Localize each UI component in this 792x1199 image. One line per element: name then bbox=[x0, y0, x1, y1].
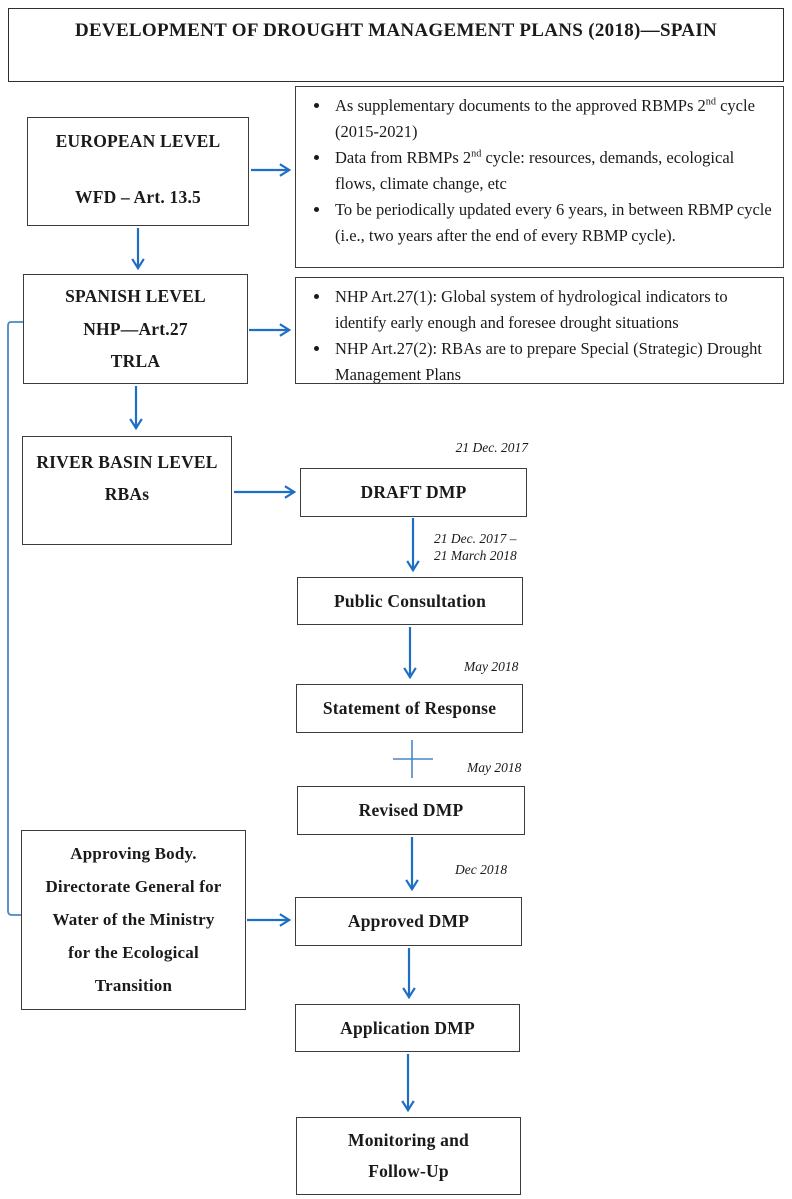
statement-of-response-label: Statement of Response bbox=[322, 698, 497, 718]
spanish-note-item: NHP Art.27(1): Global system of hydrolog… bbox=[331, 284, 773, 336]
spanish-level-box: SPANISH LEVEL NHP—Art.27 TRLA bbox=[23, 274, 248, 384]
date-consultation-line2: 21 March 2018 bbox=[434, 547, 517, 563]
spanish-level-subtitle2: TRLA bbox=[110, 350, 161, 371]
monitoring-label-line2: Follow-Up bbox=[368, 1161, 449, 1181]
public-consultation-label: Public Consultation bbox=[333, 590, 487, 611]
approving-body-box: Approving Body. Directorate General for … bbox=[21, 830, 246, 1010]
draft-dmp-label: DRAFT DMP bbox=[360, 482, 467, 502]
date-approved: Dec 2018 bbox=[455, 862, 508, 877]
spanish-level-title: SPANISH LEVEL bbox=[65, 286, 206, 307]
approving-body-line: for the Ecological bbox=[68, 943, 199, 962]
european-level-title: EUROPEAN LEVEL bbox=[55, 131, 221, 151]
connector-spanish-to-approving-body bbox=[7, 321, 24, 916]
application-dmp-label: Application DMP bbox=[340, 1017, 475, 1038]
spanish-note-item: NHP Art.27(2): RBAs are to prepare Speci… bbox=[331, 336, 773, 388]
european-level-subtitle: WFD – Art. 13.5 bbox=[75, 187, 201, 207]
date-draft-dmp: 21 Dec. 2017 bbox=[455, 440, 528, 455]
draft-dmp-box: DRAFT DMP bbox=[300, 468, 527, 517]
river-basin-level-box: RIVER BASIN LEVEL RBAs bbox=[22, 436, 232, 545]
spanish-level-subtitle: NHP—Art.27 bbox=[83, 318, 188, 339]
european-notes-list: As supplementary documents to the approv… bbox=[296, 93, 783, 249]
approved-dmp-label: Approved DMP bbox=[347, 911, 470, 931]
revised-dmp-box: Revised DMP bbox=[297, 786, 525, 835]
date-statement: May 2018 bbox=[464, 659, 519, 674]
european-note-item: To be periodically updated every 6 years… bbox=[331, 197, 773, 249]
european-notes-box: As supplementary documents to the approv… bbox=[295, 86, 784, 268]
application-dmp-box: Application DMP bbox=[295, 1004, 520, 1052]
approved-dmp-box: Approved DMP bbox=[295, 897, 522, 946]
monitoring-followup-box: Monitoring and Follow-Up bbox=[296, 1117, 521, 1195]
date-consultation: 21 Dec. 2017 – 21 March 2018 bbox=[434, 531, 517, 564]
european-level-box: EUROPEAN LEVEL WFD – Art. 13.5 bbox=[27, 117, 249, 226]
approving-body-line: Approving Body. bbox=[70, 844, 197, 863]
european-note-item: As supplementary documents to the approv… bbox=[331, 93, 773, 145]
diagram-title: DEVELOPMENT OF DROUGHT MANAGEMENT PLANS … bbox=[74, 20, 718, 41]
river-basin-subtitle: RBAs bbox=[104, 484, 150, 504]
approving-body-line: Water of the Ministry bbox=[52, 910, 215, 929]
approving-body-line: Transition bbox=[94, 976, 173, 995]
diagram-title-box: DEVELOPMENT OF DROUGHT MANAGEMENT PLANS … bbox=[8, 8, 784, 82]
river-basin-title: RIVER BASIN LEVEL bbox=[36, 452, 218, 472]
date-consultation-line1: 21 Dec. 2017 – bbox=[434, 531, 517, 546]
public-consultation-box: Public Consultation bbox=[297, 577, 523, 625]
date-revised: May 2018 bbox=[467, 760, 522, 775]
monitoring-label-line1: Monitoring and bbox=[348, 1130, 469, 1150]
approving-body-line: Directorate General for bbox=[45, 877, 222, 896]
spanish-notes-box: NHP Art.27(1): Global system of hydrolog… bbox=[295, 277, 784, 384]
spanish-notes-list: NHP Art.27(1): Global system of hydrolog… bbox=[296, 284, 783, 388]
statement-of-response-box: Statement of Response bbox=[296, 684, 523, 733]
revised-dmp-label: Revised DMP bbox=[358, 800, 464, 820]
european-note-item: Data from RBMPs 2nd cycle: resources, de… bbox=[331, 145, 773, 197]
